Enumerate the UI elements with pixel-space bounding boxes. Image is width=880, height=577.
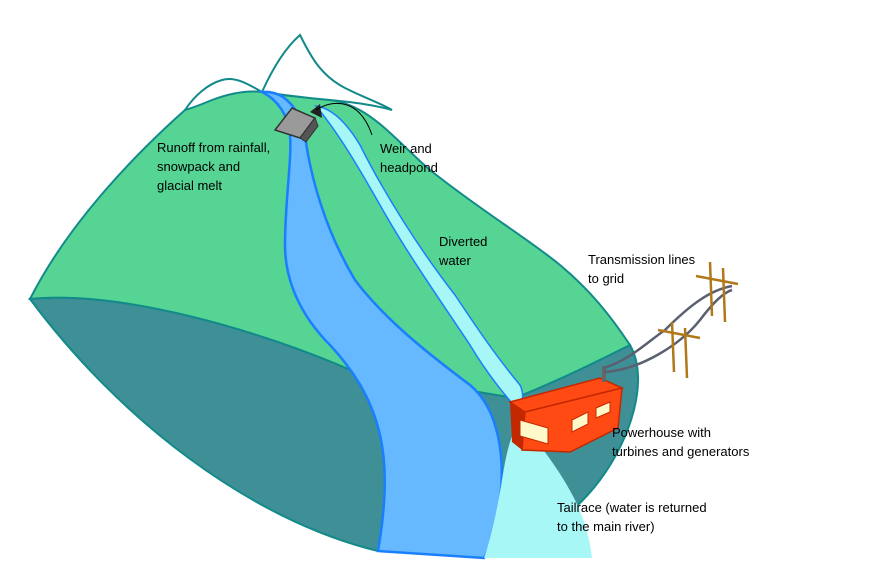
label-diverted-line-1: Diverted [439, 234, 488, 249]
weir-headpond-icon [273, 102, 373, 143]
label-tailrace-line-1: Tailrace (water is returned [557, 500, 707, 515]
label-weir: Weir and headpond [380, 139, 438, 177]
label-weir-line-1: Weir and [380, 141, 432, 156]
powerhouse-building-icon [508, 366, 625, 453]
label-transmission-line-1: Transmission lines [588, 252, 696, 267]
label-tailrace: Tailrace (water is returned to the main … [557, 498, 707, 536]
label-powerhouse: Powerhouse with turbines and generators [612, 423, 749, 461]
label-weir-line-2: headpond [380, 160, 438, 175]
label-transmission: Transmission lines to grid [588, 250, 695, 288]
label-diverted-line-2: water [439, 253, 471, 268]
label-powerhouse-line-1: Powerhouse with [612, 425, 711, 440]
label-tailrace-line-2: to the main river) [557, 519, 655, 534]
label-transmission-line-2: to grid [588, 271, 625, 286]
transmission-pole-icon [603, 261, 739, 379]
label-diverted: Diverted water [439, 232, 487, 270]
label-runoff-line-2: snowpack and [157, 159, 241, 174]
label-runoff-line-3: glacial melt [157, 178, 223, 193]
snow-cap-peak [260, 33, 393, 111]
label-runoff: Runoff from rainfall, snowpack and glaci… [157, 138, 270, 195]
label-runoff-line-1: Runoff from rainfall, [157, 140, 271, 155]
tailrace [484, 420, 592, 558]
label-powerhouse-line-2: turbines and generators [612, 444, 750, 459]
